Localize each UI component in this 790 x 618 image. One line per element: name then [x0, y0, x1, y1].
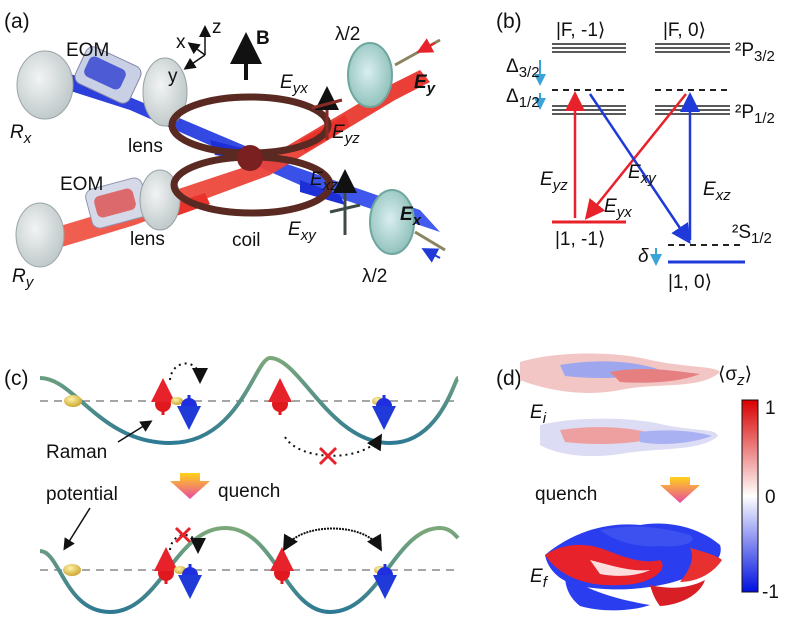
mirror-ry: [15, 202, 65, 268]
label-s12: ²S1/2: [732, 222, 772, 247]
atom: [64, 395, 82, 407]
level-f-minus1: |F, -1⟩: [556, 20, 605, 41]
colorbar-tick-bottom: -1: [762, 582, 779, 603]
ey-input-arrow: [416, 38, 436, 53]
pointer-potential: [63, 507, 91, 551]
label-potential: potential: [46, 484, 118, 505]
label-ey: Ey: [414, 72, 436, 97]
label-exy-a: Exy: [288, 219, 317, 244]
waveplate-bottom: [369, 189, 415, 255]
pointer-raman: [117, 420, 153, 443]
axes-icon: [183, 25, 211, 70]
spin-down-bottom-3: [373, 564, 397, 599]
polarization-bottom: [329, 169, 361, 235]
lens-top: [142, 57, 188, 127]
label-lambda-top: λ/2: [335, 24, 360, 45]
label-eyx-a: Eyx: [280, 72, 308, 97]
label-rx: Rx: [10, 122, 32, 147]
spin-down-top-3: [372, 395, 396, 430]
label-eyz-b: Eyz: [540, 169, 568, 194]
transition-exy: [588, 93, 691, 245]
panel-d: (d) Ei quench Ef ⟨σz⟩ 1 0: [496, 353, 779, 611]
band-ei-lower: [540, 418, 718, 457]
spin-pair-top-1: [151, 378, 201, 430]
colorbar-tick-top: 1: [765, 398, 776, 419]
label-quench-d: quench: [535, 484, 597, 505]
label-lens-bottom: lens: [130, 229, 165, 250]
band-ef: [545, 523, 722, 611]
label-lens-top: lens: [128, 136, 163, 157]
label-raman: Raman: [46, 442, 107, 463]
panel-a-label: (a): [4, 10, 30, 33]
label-quench-c: quench: [218, 481, 280, 502]
transition-eyx: [584, 93, 687, 220]
label-delta32: Δ3/2: [506, 56, 540, 81]
long-hop-arrow-bottom: [284, 527, 383, 552]
label-eyz-a: Eyz: [332, 122, 360, 147]
forbidden-cross-bottom: [174, 526, 192, 544]
raman-potential-bottom: [39, 525, 460, 615]
label-eyx-b: Eyx: [604, 196, 632, 221]
raman-potential-top: [39, 355, 460, 446]
label-small-delta: δ: [638, 246, 649, 267]
quench-arrow-c: [170, 473, 210, 499]
waveplate-top: [347, 42, 393, 108]
panel-d-label: (d): [496, 367, 522, 390]
p32-levels: [552, 43, 730, 53]
mirror-rx: [16, 50, 74, 120]
panel-b: (b) |F, -1⟩ |F, 0⟩ ²P3/2 ²P1/2 Δ3/2 Δ1/2…: [496, 10, 775, 293]
label-state-1-m1: |1, -1⟩: [555, 229, 605, 250]
panel-c-label: (c): [4, 367, 29, 390]
label-state-1-0: |1, 0⟩: [668, 272, 712, 293]
axis-x-label: x: [176, 32, 186, 53]
colorbar-tick-mid: 0: [765, 487, 776, 508]
label-exz-b: Exz: [703, 179, 731, 204]
ex-input-arrow: [421, 248, 441, 263]
level-f-0: |F, 0⟩: [663, 20, 706, 41]
label-ef: Ef: [530, 566, 549, 591]
label-ei: Ei: [530, 402, 547, 427]
spin-up-top-2: [268, 378, 292, 415]
label-b-field: B: [256, 28, 270, 49]
axis-z-label: z: [212, 17, 222, 38]
label-p12: ²P1/2: [735, 102, 775, 127]
quench-arrow-d: [660, 477, 700, 503]
label-ry: Ry: [12, 266, 35, 291]
label-p32: ²P3/2: [735, 40, 775, 65]
label-exy-b: Exy: [628, 162, 657, 187]
spin-up-bottom-2: [270, 547, 294, 584]
label-eom-bottom: EOM: [60, 174, 103, 195]
hop-arrow-top: [169, 362, 208, 384]
atom: [63, 564, 81, 576]
panel-c: (c) Raman potential quench: [4, 355, 460, 615]
p12-levels: [552, 105, 730, 115]
polarization-top: [311, 86, 343, 140]
eom-bottom: [85, 177, 149, 229]
fiber-bottom: [414, 230, 446, 252]
colorbar: [741, 399, 759, 593]
axis-y-label: y: [168, 66, 178, 87]
label-coil: coil: [232, 230, 261, 251]
long-hop-arrow-bottom-reverse: [282, 527, 381, 552]
colorbar-title: ⟨σz⟩: [718, 364, 752, 389]
label-eom-top: EOM: [66, 40, 109, 61]
forbidden-cross-top: [318, 446, 338, 466]
label-delta12: Δ1/2: [506, 86, 540, 111]
label-ex: Ex: [400, 204, 422, 229]
panel-a: (a) EOM lens Rx EOM lens: [4, 10, 446, 291]
panel-b-label: (b): [496, 10, 522, 33]
label-exz-a: Exz: [310, 169, 338, 194]
eom-top: [74, 46, 142, 104]
band-ei-upper: [520, 353, 720, 393]
spin-pair-bottom-1: [154, 547, 202, 599]
label-lambda-bottom: λ/2: [362, 266, 387, 287]
